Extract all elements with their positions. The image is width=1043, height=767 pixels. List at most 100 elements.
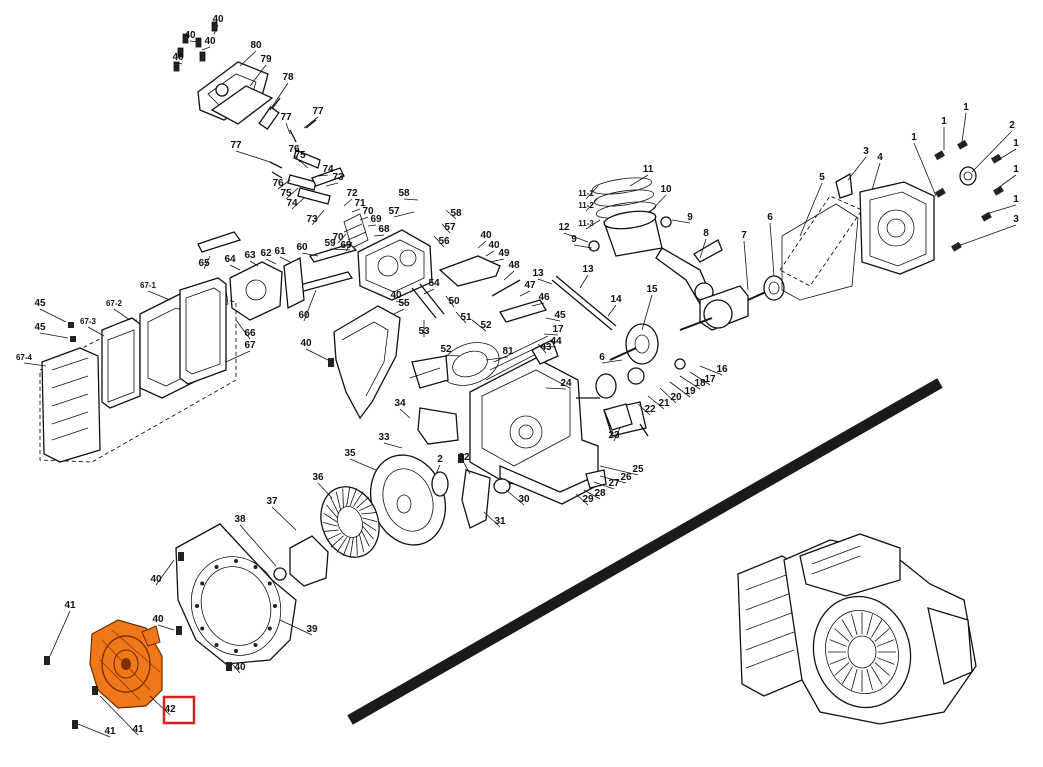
leader-line <box>343 198 353 207</box>
leader-line <box>329 248 351 251</box>
callout-label: 61 <box>274 246 286 257</box>
callout-label: 3 <box>863 146 869 157</box>
callout-label: 17 <box>552 324 564 335</box>
callout-label: 4 <box>877 152 883 163</box>
leader-line <box>585 185 599 200</box>
callout-label: 11-1 <box>578 189 594 198</box>
callout-label: 40 <box>152 614 164 625</box>
leader-line <box>483 511 501 528</box>
callout-label: 45 <box>34 322 46 333</box>
leader-line <box>699 238 707 259</box>
leader-line <box>671 219 691 224</box>
leader-line <box>203 255 211 270</box>
leader-line <box>847 156 867 181</box>
leader-line <box>23 362 47 367</box>
callout-label: 2 <box>1009 120 1015 131</box>
callout-label: 51 <box>460 312 472 323</box>
callout-label: 78 <box>282 72 294 83</box>
callout-label: 67 <box>244 340 256 351</box>
callout-label: 39 <box>306 624 318 635</box>
leader-line <box>445 354 461 357</box>
leader-line <box>545 387 567 390</box>
leader-line <box>239 524 277 567</box>
callout-label: 34 <box>394 398 406 409</box>
callout-label: 52 <box>440 344 452 355</box>
leader-line <box>213 24 219 35</box>
leader-line <box>325 182 339 187</box>
callout-label: 73 <box>332 172 344 183</box>
callout-label: 40 <box>390 290 402 301</box>
side-cover-group <box>779 139 1004 301</box>
leader-line <box>647 395 665 410</box>
leader-line <box>249 260 259 267</box>
callout-label: 77 <box>230 140 242 151</box>
leader-line <box>359 216 369 221</box>
leader-line <box>445 295 455 308</box>
leader-line <box>229 264 241 271</box>
callout-label: 66 <box>244 328 256 339</box>
callout-label: 49 <box>498 248 510 259</box>
callout-label: 76 <box>288 144 300 155</box>
leader-line <box>613 427 621 442</box>
leader-line <box>239 50 257 67</box>
leader-line <box>317 174 329 177</box>
leader-line <box>303 116 319 129</box>
callout-label: 74 <box>286 198 298 209</box>
callout-label: 80 <box>250 40 262 51</box>
leader-line <box>997 148 1017 161</box>
callout-label: 32 <box>458 452 470 463</box>
leader-line <box>435 464 441 475</box>
callout-label: 1 <box>1013 164 1019 175</box>
callout-label: 64 <box>224 254 236 265</box>
piston-crank-group <box>576 177 785 431</box>
leader-line <box>985 204 1017 215</box>
callout-label: 22 <box>644 404 656 415</box>
leader-line <box>155 559 175 586</box>
leader-line <box>629 174 649 187</box>
callout-label: 46 <box>538 292 550 303</box>
leader-line <box>537 343 547 354</box>
leader-line <box>399 408 411 419</box>
leader-line <box>285 187 299 200</box>
leader-line <box>393 308 405 315</box>
leader-line <box>393 211 415 218</box>
callout-label: 11 <box>643 164 654 175</box>
callout-label: 7 <box>741 230 747 241</box>
leader-line <box>423 288 435 295</box>
callout-label: 73 <box>306 214 318 225</box>
callout-label: 65 <box>198 258 210 269</box>
callout-label: 21 <box>658 398 670 409</box>
callout-label: 54 <box>428 278 440 289</box>
callout-label: 13 <box>582 264 594 275</box>
leader-line <box>177 62 183 65</box>
leader-line <box>303 289 317 322</box>
callout-label: 40 <box>184 30 196 41</box>
callout-label: 79 <box>260 54 272 65</box>
callout-label: 44 <box>550 336 562 347</box>
callout-label: 52 <box>480 320 492 331</box>
callout-label: 68 <box>378 224 390 235</box>
callout-label: 57 <box>444 222 456 233</box>
leader-line <box>593 481 615 490</box>
callout-label: 43 <box>540 342 552 353</box>
leader-line <box>455 311 467 324</box>
callout-label: 6 <box>599 352 605 363</box>
callout-label: 77 <box>312 106 324 117</box>
leader-line <box>349 458 377 471</box>
callout-label: 40 <box>212 14 224 25</box>
callout-label: 14 <box>610 294 622 305</box>
leader-line <box>301 252 319 257</box>
leader-line <box>149 695 171 716</box>
leader-line <box>659 387 677 404</box>
leader-line <box>445 209 457 220</box>
callout-label: 2 <box>437 454 443 465</box>
callout-label: 75 <box>280 188 292 199</box>
leader-line <box>997 174 1017 189</box>
callout-label: 26 <box>620 472 632 483</box>
misc-fasteners <box>44 358 607 729</box>
leader-line <box>367 224 377 227</box>
leader-line <box>563 232 589 243</box>
leader-line <box>291 197 305 210</box>
leader-line <box>489 258 505 263</box>
